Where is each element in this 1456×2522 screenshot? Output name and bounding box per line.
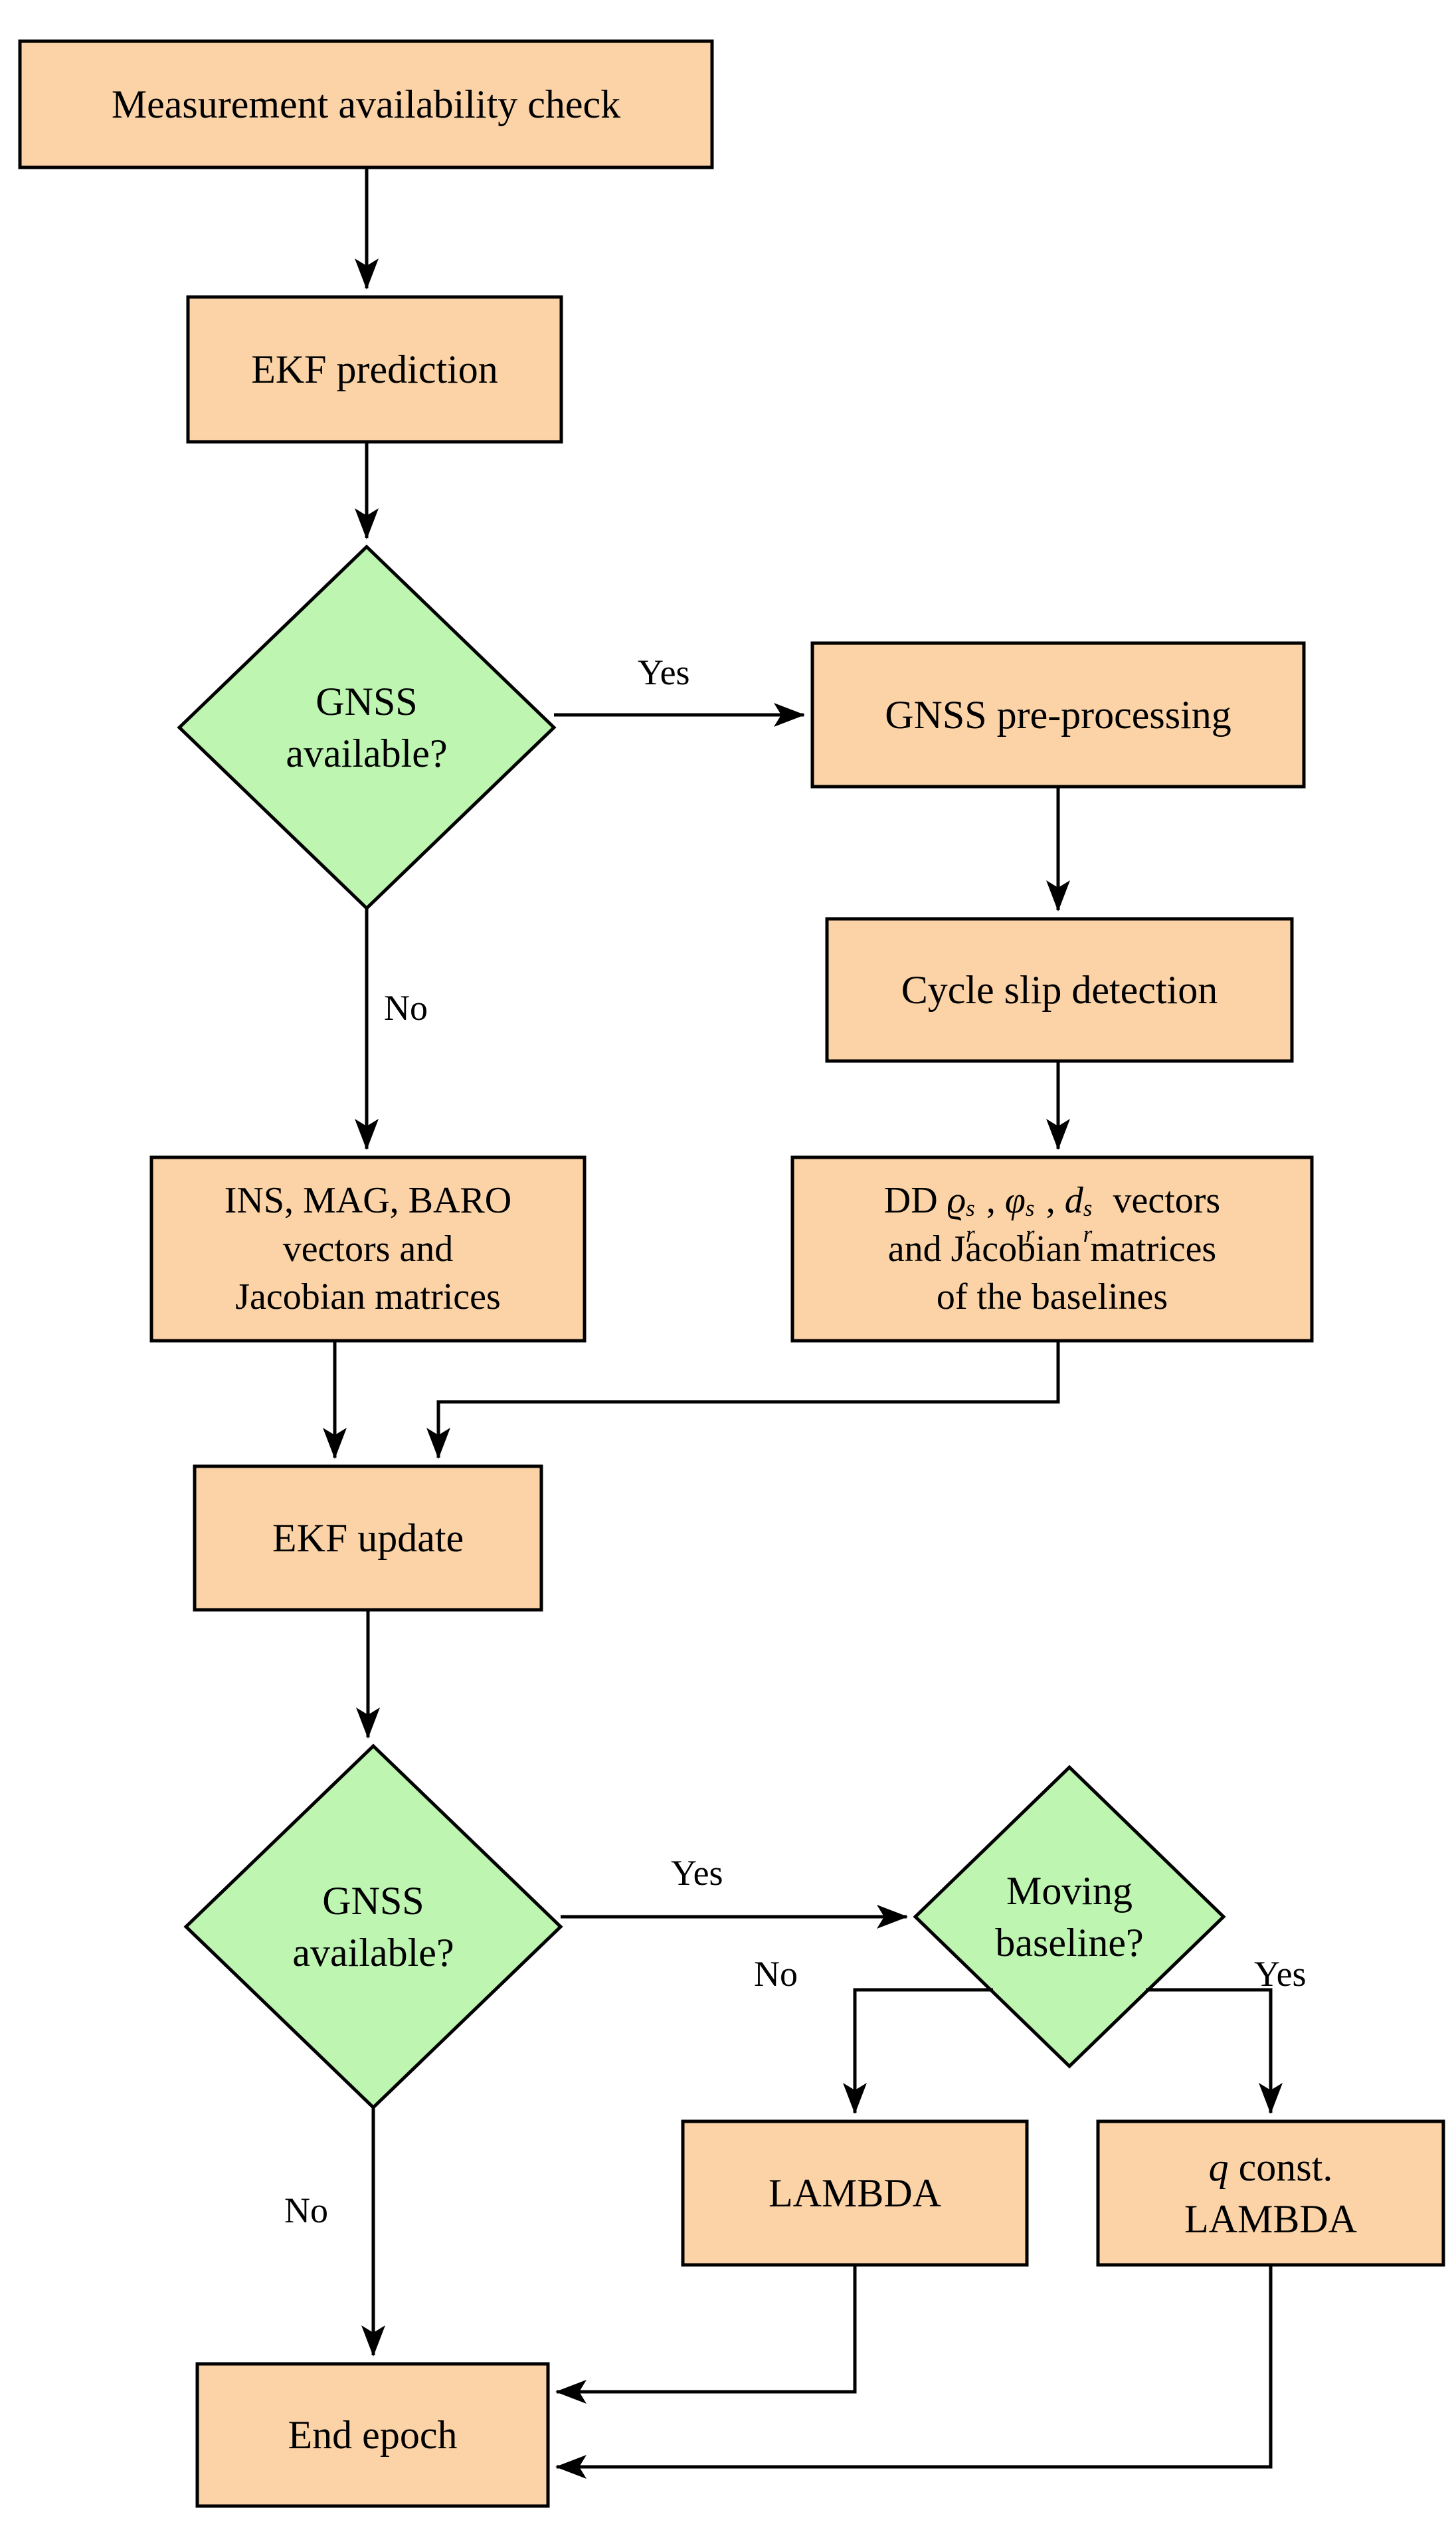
node-shapes — [18, 39, 1445, 2508]
shape-gnss-pre-processing — [810, 641, 1306, 789]
edge-label-no-moving-baseline: No — [754, 1954, 798, 1994]
flow-connectors — [323, 167, 1283, 2479]
edge-label-no-gnss-available-2: No — [284, 2190, 328, 2230]
edge-q-const-lambda-to-end-epoch — [555, 2265, 1273, 2479]
edge-moving-baseline-no-to-lambda — [843, 1988, 993, 2115]
edge-label-yes-moving-baseline: Yes — [1254, 1954, 1307, 1994]
shape-cycle-slip-detection — [825, 917, 1294, 1063]
shape-q-const-lambda — [1096, 2119, 1445, 2267]
edge-label-no-gnss-available-1: No — [384, 988, 428, 1028]
shape-ekf-prediction — [186, 295, 563, 444]
edge-moving-baseline-yes-to-q-const-lambda — [1146, 1988, 1283, 2115]
edge-lambda-to-end-epoch — [555, 2265, 857, 2404]
edge-label-yes-gnss-available-2: Yes — [671, 1853, 723, 1893]
shape-measurement-availability-check — [18, 39, 714, 169]
edge-label-yes-gnss-available-1: Yes — [638, 652, 690, 692]
shape-moving-baseline — [913, 1765, 1226, 2069]
shape-end-epoch — [195, 2362, 550, 2508]
edge-dd-box-to-ekf-update — [426, 1341, 1060, 1460]
shape-dd-vectors-jacobians — [790, 1155, 1314, 1343]
shape-ekf-update — [193, 1464, 543, 1612]
shape-ins-mag-baro-vectors — [149, 1155, 587, 1343]
shape-gnss-available-2 — [183, 1743, 563, 2110]
shape-lambda — [681, 2119, 1029, 2267]
shape-gnss-available-1 — [177, 544, 557, 911]
